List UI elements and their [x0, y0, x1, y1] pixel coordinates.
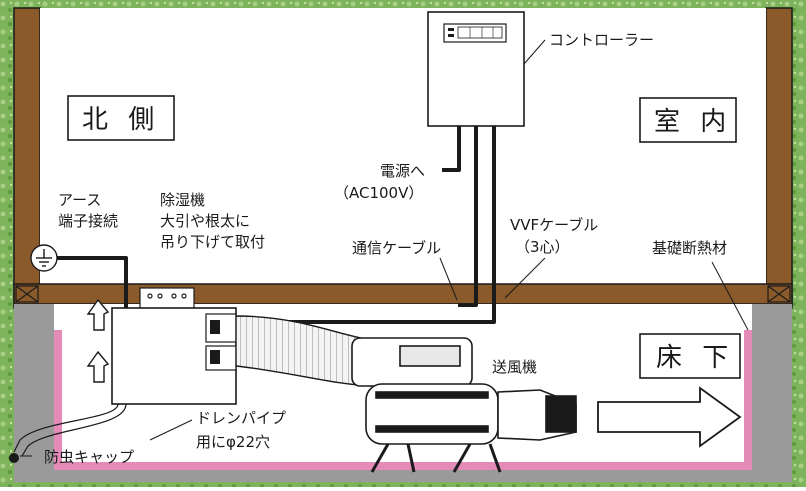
right-wood-post	[765, 7, 793, 309]
dehumidifier-label-2: 大引や根太に	[160, 212, 250, 230]
controller-display	[443, 23, 507, 43]
power-cable	[442, 126, 461, 172]
earth-label-1: アース	[58, 191, 101, 209]
dehumidifier-label-3: 吊り下げて取付	[160, 233, 265, 251]
blower-label: 送風機	[492, 358, 537, 376]
dehumidifier-unit	[111, 307, 237, 405]
vvf-label-1: VVFケーブル	[510, 216, 598, 234]
insulation-right	[744, 330, 752, 470]
power-label-1: 電源へ	[380, 162, 425, 180]
earth-wire	[46, 256, 128, 308]
insect-cap-label: 防虫キャップ	[44, 448, 134, 466]
insulation-label: 基礎断熱材	[652, 239, 727, 257]
foundation-left	[14, 304, 54, 480]
beam-end-right	[767, 285, 791, 303]
drain-label-2: 用にφ22穴	[196, 433, 270, 451]
north-side-box	[67, 95, 175, 141]
dehumidifier-label-1: 除湿機	[160, 191, 205, 209]
large-outline-arrow-icon	[597, 386, 742, 448]
hanging-bracket	[139, 287, 195, 311]
insect-cap	[9, 453, 19, 463]
comm-cable	[458, 126, 478, 307]
controller-box	[427, 11, 525, 127]
beam-end-left	[15, 285, 39, 303]
underfloor-box	[639, 333, 741, 379]
comm-cable-label: 通信ケーブル	[352, 239, 441, 257]
earth-ground-icon	[30, 244, 58, 272]
insulation-left	[54, 330, 62, 470]
floor-beam	[13, 283, 793, 305]
interior-panel	[40, 8, 766, 284]
insulation-bottom	[54, 462, 752, 470]
drain-pipe	[13, 403, 127, 457]
underfloor-label: 床 下	[656, 343, 734, 373]
indoor-box	[639, 97, 737, 143]
indoor-label: 室 内	[654, 107, 732, 137]
controller-label: コントローラー	[549, 31, 654, 49]
earth-label-2: 端子接続	[58, 212, 118, 230]
blower-unit	[351, 337, 577, 473]
airflow-arrow-icon	[86, 298, 110, 383]
vvf-label-2: （3心）	[515, 238, 570, 256]
north-side-label: 北 側	[82, 105, 160, 135]
foundation-right	[752, 304, 792, 480]
foundation-floor	[14, 470, 792, 482]
drain-label-1: ドレンパイプ	[196, 409, 286, 427]
power-label-2: （AC100V）	[334, 184, 423, 202]
